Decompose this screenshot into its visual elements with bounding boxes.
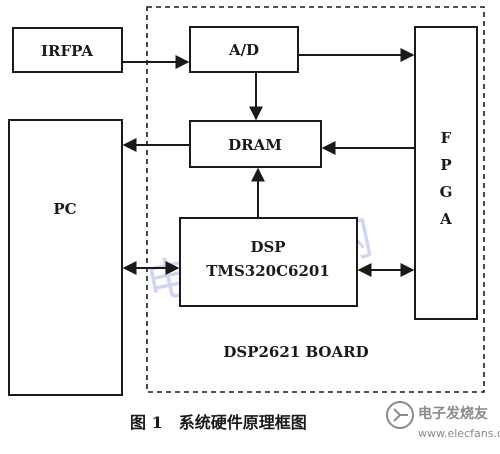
fpga-letter-4: A [439, 210, 452, 228]
elecfans-logo: 电子发烧友 www.elecfans.com [386, 401, 500, 440]
fpga-letter-2: P [440, 156, 451, 174]
ad-label: A/D [228, 41, 259, 59]
logo-text: 电子发烧友 [418, 405, 488, 422]
irfpa-label: IRFPA [41, 42, 93, 60]
dsp-block: DSP TMS320C6201 [179, 217, 358, 307]
logo-icon [386, 401, 414, 429]
figure-caption: 图 1 系统硬件原理框图 [130, 413, 307, 432]
ad-block: A/D [189, 26, 299, 73]
fpga-block: F P G A [414, 26, 478, 320]
board-label: DSP2621 BOARD [223, 343, 368, 361]
dsp-label-line2: TMS320C6201 [206, 262, 330, 280]
logo-url: www.elecfans.com [418, 427, 500, 440]
fpga-letter-3: G [440, 183, 453, 201]
fpga-letter-1: F [441, 129, 452, 147]
dram-block: DRAM [189, 120, 322, 168]
dram-label: DRAM [228, 136, 282, 154]
dsp-label-line1: DSP [250, 238, 285, 256]
pc-label: PC [53, 200, 76, 218]
irfpa-block: IRFPA [12, 27, 123, 73]
board-outline [146, 6, 485, 393]
pc-block: PC [8, 119, 123, 396]
